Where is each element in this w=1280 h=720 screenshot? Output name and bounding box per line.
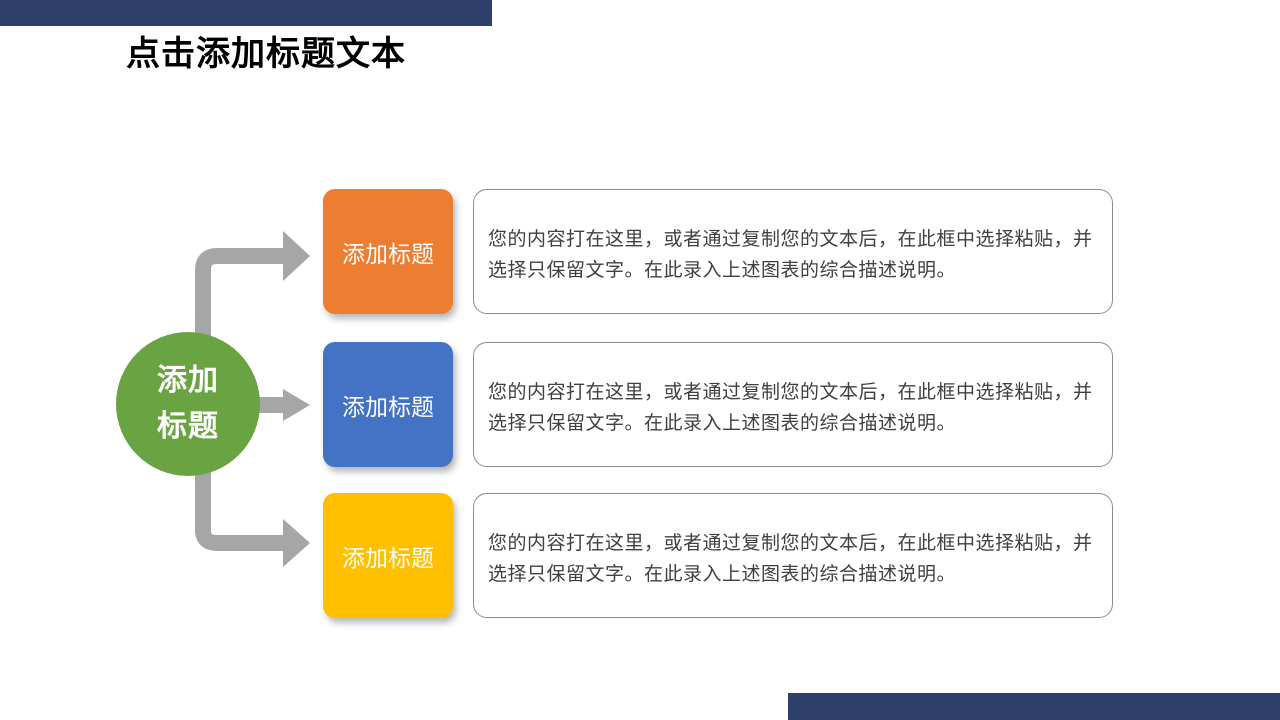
arrowhead-bottom bbox=[283, 519, 310, 567]
connector-top bbox=[195, 248, 288, 340]
description-box-2[interactable]: 您的内容打在这里，或者通过复制您的文本后，在此框中选择粘贴，并选择只保留文字。在… bbox=[473, 342, 1113, 467]
connector-bottom bbox=[195, 470, 288, 551]
title-tile-3[interactable]: 添加标题 bbox=[323, 493, 453, 618]
description-box-1[interactable]: 您的内容打在这里，或者通过复制您的文本后，在此框中选择粘贴，并选择只保留文字。在… bbox=[473, 189, 1113, 314]
title-tile-2[interactable]: 添加标题 bbox=[323, 342, 453, 467]
top-accent-bar bbox=[0, 0, 492, 26]
hub-circle: 添加标题 bbox=[116, 332, 260, 476]
arrowhead-middle bbox=[283, 389, 310, 421]
arrowhead-top bbox=[283, 231, 310, 281]
hub-label[interactable]: 添加标题 bbox=[157, 363, 219, 444]
description-box-3[interactable]: 您的内容打在这里，或者通过复制您的文本后，在此框中选择粘贴，并选择只保留文字。在… bbox=[473, 493, 1113, 618]
page-title[interactable]: 点击添加标题文本 bbox=[126, 34, 406, 74]
title-tile-1[interactable]: 添加标题 bbox=[323, 189, 453, 314]
bottom-accent-bar bbox=[788, 693, 1280, 720]
